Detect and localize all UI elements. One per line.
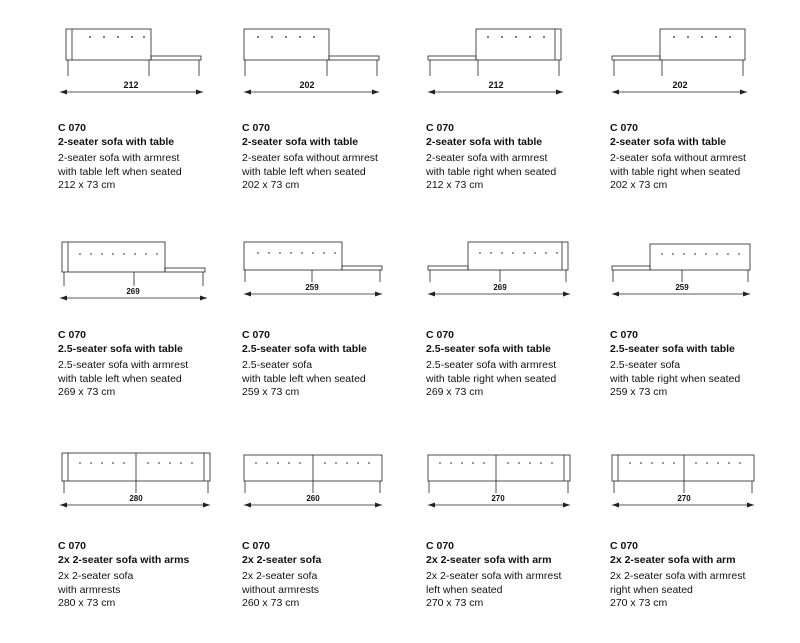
dimension-label: 259 [305,283,319,292]
dimension-label: 212 [488,80,503,90]
sofa-drawing: 212 [427,28,563,95]
sofa-drawing: 280 [60,452,211,508]
sofa-drawing: 259 [243,241,383,297]
product-code: C 070 [426,329,455,341]
product-code: C 070 [58,329,87,341]
dimension-label: 270 [677,494,691,503]
product-code: C 070 [58,122,87,134]
product-card: 259 C 070 2.5-seater sofa with table 2.5… [242,232,422,432]
product-code: C 070 [610,540,639,552]
product-code: C 070 [242,329,271,341]
product-code: C 070 [58,540,87,552]
sofa-drawing: 259 [611,243,751,297]
product-title: 2.5-seater sofa with table [426,343,551,355]
product-card: 212 C 070 2-seater sofa with table 2-sea… [58,25,238,225]
sofa-drawing: 269 [60,241,207,301]
product-code: C 070 [242,540,271,552]
product-code: C 070 [426,540,455,552]
dimension-label: 280 [129,494,143,503]
dimension-label: 270 [491,494,505,503]
product-title: 2x 2-seater sofa with arms [58,554,190,566]
sofa-drawing: 212 [60,28,203,95]
product-card: 269 C 070 2.5-seater sofa with table 2.5… [426,232,606,432]
product-title: 2-seater sofa with table [426,136,543,148]
dimension-label: 212 [123,80,138,90]
dimension-label: 260 [306,494,320,503]
sofa-drawing: 260 [243,454,383,508]
product-card: 202 C 070 2-seater sofa with table 2-sea… [610,25,790,225]
product-card: 280 C 070 2x 2-seater sofa with arms 2x … [58,443,238,643]
dimension-label: 202 [299,80,314,90]
dimension-label: 269 [493,283,507,292]
product-code: C 070 [610,122,639,134]
product-card: 270 C 070 2x 2-seater sofa with arm 2x 2… [426,443,606,643]
product-title: 2.5-seater sofa with table [610,343,735,355]
product-code: C 070 [426,122,455,134]
product-code: C 070 [242,122,271,134]
sofa-drawing: 202 [243,28,380,95]
sofa-drawing: 202 [611,28,747,95]
product-title: 2.5-seater sofa with table [58,343,183,355]
product-card: 259 C 070 2.5-seater sofa with table 2.5… [610,232,790,432]
dimension-label: 269 [126,287,140,296]
product-code: C 070 [610,329,639,341]
product-title: 2-seater sofa with table [58,136,175,148]
product-title: 2x 2-seater sofa [242,554,322,566]
sofa-drawing: 269 [427,241,570,297]
product-card: 202 C 070 2-seater sofa with table 2-sea… [242,25,422,225]
sofa-drawing: 270 [611,454,755,508]
product-card: 260 C 070 2x 2-seater sofa 2x 2-seater s… [242,443,422,643]
product-title: 2x 2-seater sofa with arm [610,554,736,566]
product-card: 270 C 070 2x 2-seater sofa with arm 2x 2… [610,443,790,643]
product-card: 269 C 070 2.5-seater sofa with table 2.5… [58,232,238,432]
product-title: 2-seater sofa with table [242,136,359,148]
sofa-drawing: 270 [427,454,571,508]
dimension-label: 202 [672,80,687,90]
product-card: 212 C 070 2-seater sofa with table 2-sea… [426,25,606,225]
product-title: 2-seater sofa with table [610,136,727,148]
product-title: 2x 2-seater sofa with arm [426,554,552,566]
product-title: 2.5-seater sofa with table [242,343,367,355]
dimension-label: 259 [675,283,689,292]
